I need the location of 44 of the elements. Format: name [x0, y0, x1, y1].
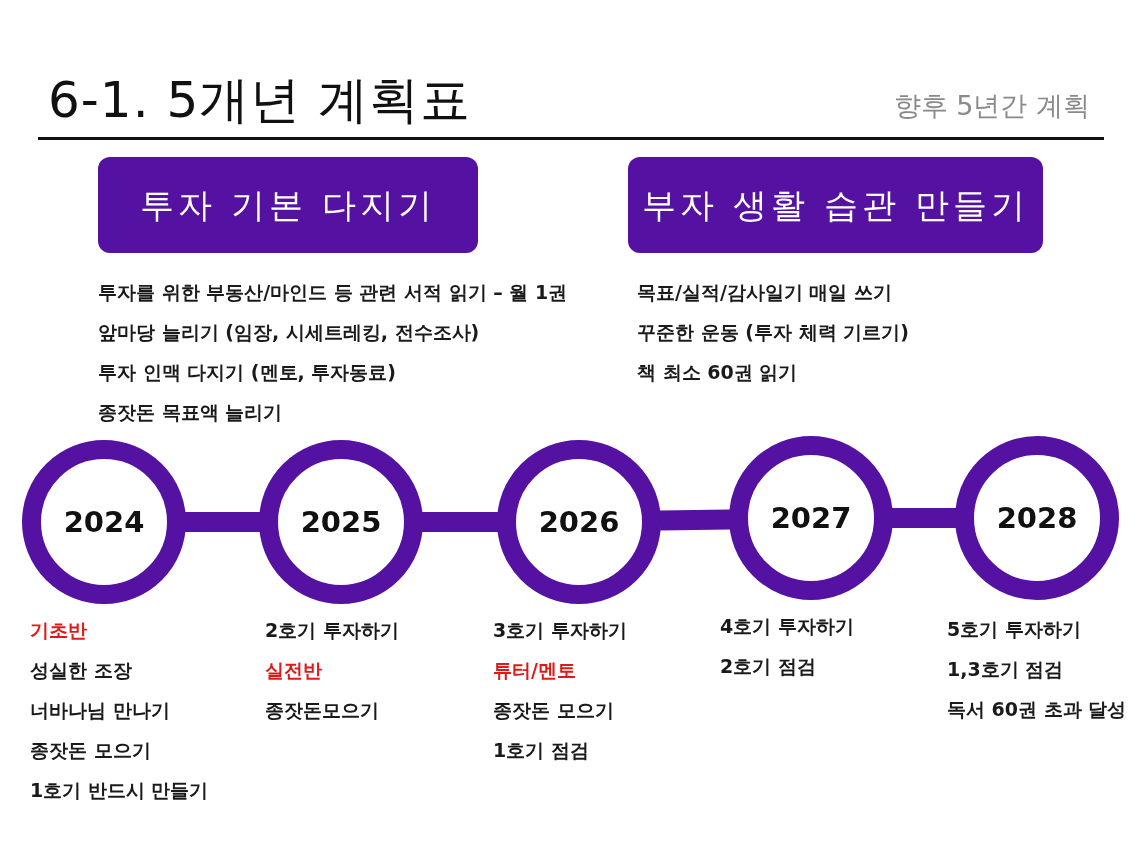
- year-circle: [497, 440, 661, 604]
- highlighted-plan-item: 기초반: [30, 619, 87, 642]
- plan-item: 4호기 투자하기: [720, 615, 854, 638]
- plan-item: 투자 인맥 다지기 (멘토, 투자동료): [98, 361, 397, 384]
- category-title: 부자 생활 습관 만들기: [642, 184, 1029, 226]
- year-circle: [259, 440, 423, 604]
- plan-item: 종잣돈 모으기: [493, 699, 614, 722]
- year-circle: [955, 436, 1119, 600]
- year-circle: [729, 436, 893, 600]
- plan-item: 1,3호기 점검: [947, 658, 1064, 681]
- plan-item: 책 최소 60권 읽기: [637, 361, 798, 384]
- plan-item: 1호기 점검: [493, 739, 589, 762]
- plan-item: 종잣돈 목표액 늘리기: [98, 401, 283, 424]
- connector-bar: [659, 509, 731, 531]
- category-box: [98, 157, 478, 253]
- category-title: 투자 기본 다지기: [140, 184, 436, 226]
- year-label: 2024: [63, 504, 145, 540]
- plan-item: 종잣돈 모으기: [30, 739, 151, 762]
- plan-item: 목표/실적/감사일기 매일 쓰기: [637, 281, 893, 304]
- plan-item: 성실한 조장: [30, 659, 132, 682]
- connector-bar: [185, 512, 260, 532]
- year-label: 2025: [300, 504, 382, 540]
- highlighted-plan-item: 튜터/멘토: [493, 659, 576, 682]
- connector-bar: [422, 512, 498, 532]
- plan-item: 독서 60권 초과 달성: [947, 698, 1127, 721]
- subtitle: 향후 5년간 계획: [893, 90, 1090, 123]
- plan-item: 2호기 점검: [720, 655, 816, 678]
- category-box: [628, 157, 1043, 253]
- plan-item: 1호기 반드시 만들기: [30, 779, 209, 802]
- year-circle: [22, 440, 186, 604]
- highlighted-plan-item: 실전반: [265, 659, 322, 682]
- plan-item: 앞마당 늘리기 (임장, 시세트레킹, 전수조사): [98, 321, 480, 344]
- plan-item: 너바나님 만나기: [30, 699, 170, 722]
- plan-item: 5호기 투자하기: [947, 618, 1081, 641]
- year-label: 2026: [538, 504, 620, 540]
- plan-item: 2호기 투자하기: [265, 619, 399, 642]
- connector-bar: [892, 508, 956, 528]
- plan-item: 종잣돈모으기: [265, 699, 379, 722]
- year-label: 2028: [996, 500, 1078, 536]
- year-label: 2027: [770, 500, 852, 536]
- plan-item: 3호기 투자하기: [493, 619, 627, 642]
- page-title: 6-1. 5개년 계획표: [48, 70, 472, 130]
- plan-item: 투자를 위한 부동산/마인드 등 관련 서적 읽기 – 월 1권: [98, 281, 568, 304]
- plan-item: 꾸준한 운동 (투자 체력 기르기): [637, 321, 909, 344]
